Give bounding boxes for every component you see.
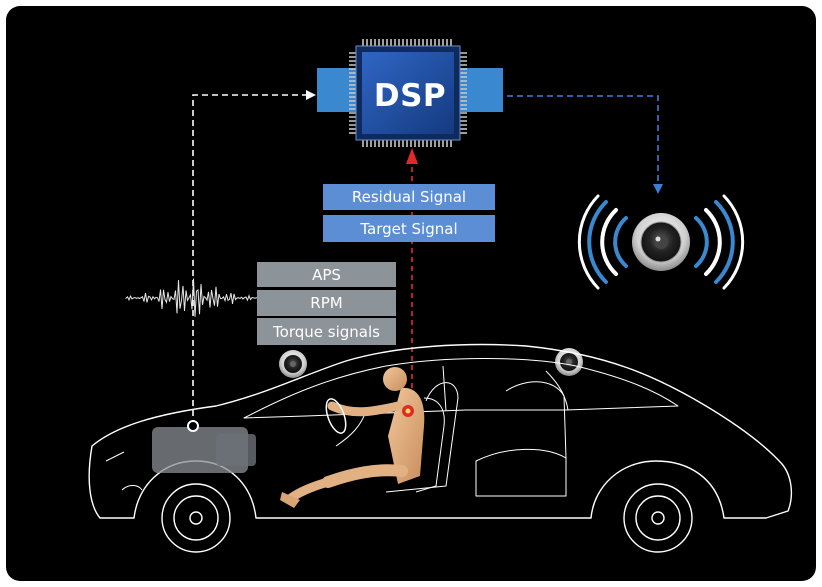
output-signal-path — [507, 95, 663, 194]
target-signal-label: Target Signal — [323, 215, 495, 242]
anc-system-diagram — [88, 39, 793, 553]
residual-signal-label: Residual Signal — [323, 184, 495, 210]
speaker-icon — [577, 194, 745, 290]
cabin-speaker-rear-icon — [555, 348, 583, 376]
driver-figure-icon — [280, 367, 445, 508]
diagram-panel: DSP Residual Signal Target Signal APS RP… — [6, 6, 816, 581]
dsp-chip-icon — [317, 39, 503, 147]
mic-sensor-icon — [187, 420, 199, 432]
cabin-speaker-front-icon — [279, 350, 307, 378]
sound-wave-icon — [125, 278, 259, 317]
engine-block-icon — [152, 427, 256, 473]
rpm-label: RPM — [257, 290, 396, 316]
dsp-label: DSP — [373, 78, 447, 114]
aps-label: APS — [257, 262, 396, 287]
error-arrow-head — [406, 148, 418, 164]
torque-signals-label: Torque signals — [257, 318, 396, 345]
reference-signal-path — [192, 90, 316, 426]
